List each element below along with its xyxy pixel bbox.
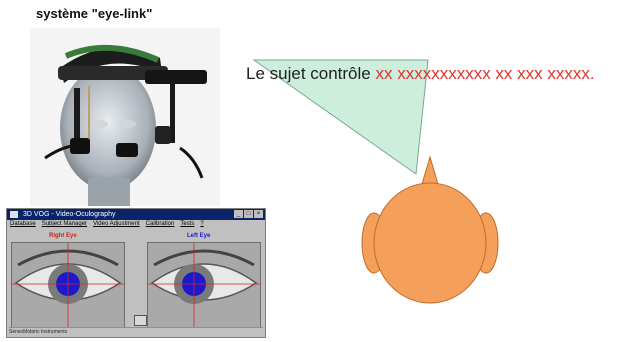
- close-icon[interactable]: ×: [254, 210, 263, 218]
- app-icon: [10, 211, 18, 218]
- sentence: Le sujet contrôle xx xxxxxxxxxxx xx xxx …: [246, 64, 595, 84]
- menu-calibration[interactable]: Calibration: [146, 220, 175, 229]
- right-eye-image: [12, 243, 124, 327]
- right-eye-label: Right Eye: [49, 233, 77, 239]
- menu-video-adjustment[interactable]: Video Adjustment: [93, 220, 140, 229]
- sentence-hidden-word: xx xxxxxxxxxxx xx xxx xxxxx.: [375, 64, 594, 83]
- status-bar: SensoMotoric Instruments: [9, 327, 263, 336]
- minimize-icon[interactable]: _: [234, 210, 243, 218]
- menu-database[interactable]: Database: [10, 220, 36, 229]
- vog-window: 3D VOG - Video-Oculography _ □ × Databas…: [6, 208, 266, 338]
- left-eye-image: [148, 243, 260, 327]
- slide-title: système "eye-link": [36, 6, 152, 21]
- left-eye-label: Left Eye: [187, 233, 210, 239]
- right-eye-video: [11, 242, 125, 328]
- menu-bar: Database Subject Manager Video Adjustmen…: [7, 220, 265, 229]
- camera-icon[interactable]: [134, 315, 147, 326]
- menu-help[interactable]: ?: [200, 220, 203, 229]
- head-top-view: [360, 155, 500, 305]
- menu-subject-manager[interactable]: Subject Manager: [42, 220, 87, 229]
- eye-link-headset-image: [30, 28, 220, 206]
- menu-tests[interactable]: Tests: [180, 220, 194, 229]
- sentence-prefix: Le sujet contrôle: [246, 64, 375, 83]
- window-title: 3D VOG - Video-Oculography: [23, 211, 115, 218]
- window-titlebar[interactable]: 3D VOG - Video-Oculography _ □ ×: [7, 209, 265, 220]
- left-eye-video: [147, 242, 261, 328]
- maximize-icon[interactable]: □: [244, 210, 253, 218]
